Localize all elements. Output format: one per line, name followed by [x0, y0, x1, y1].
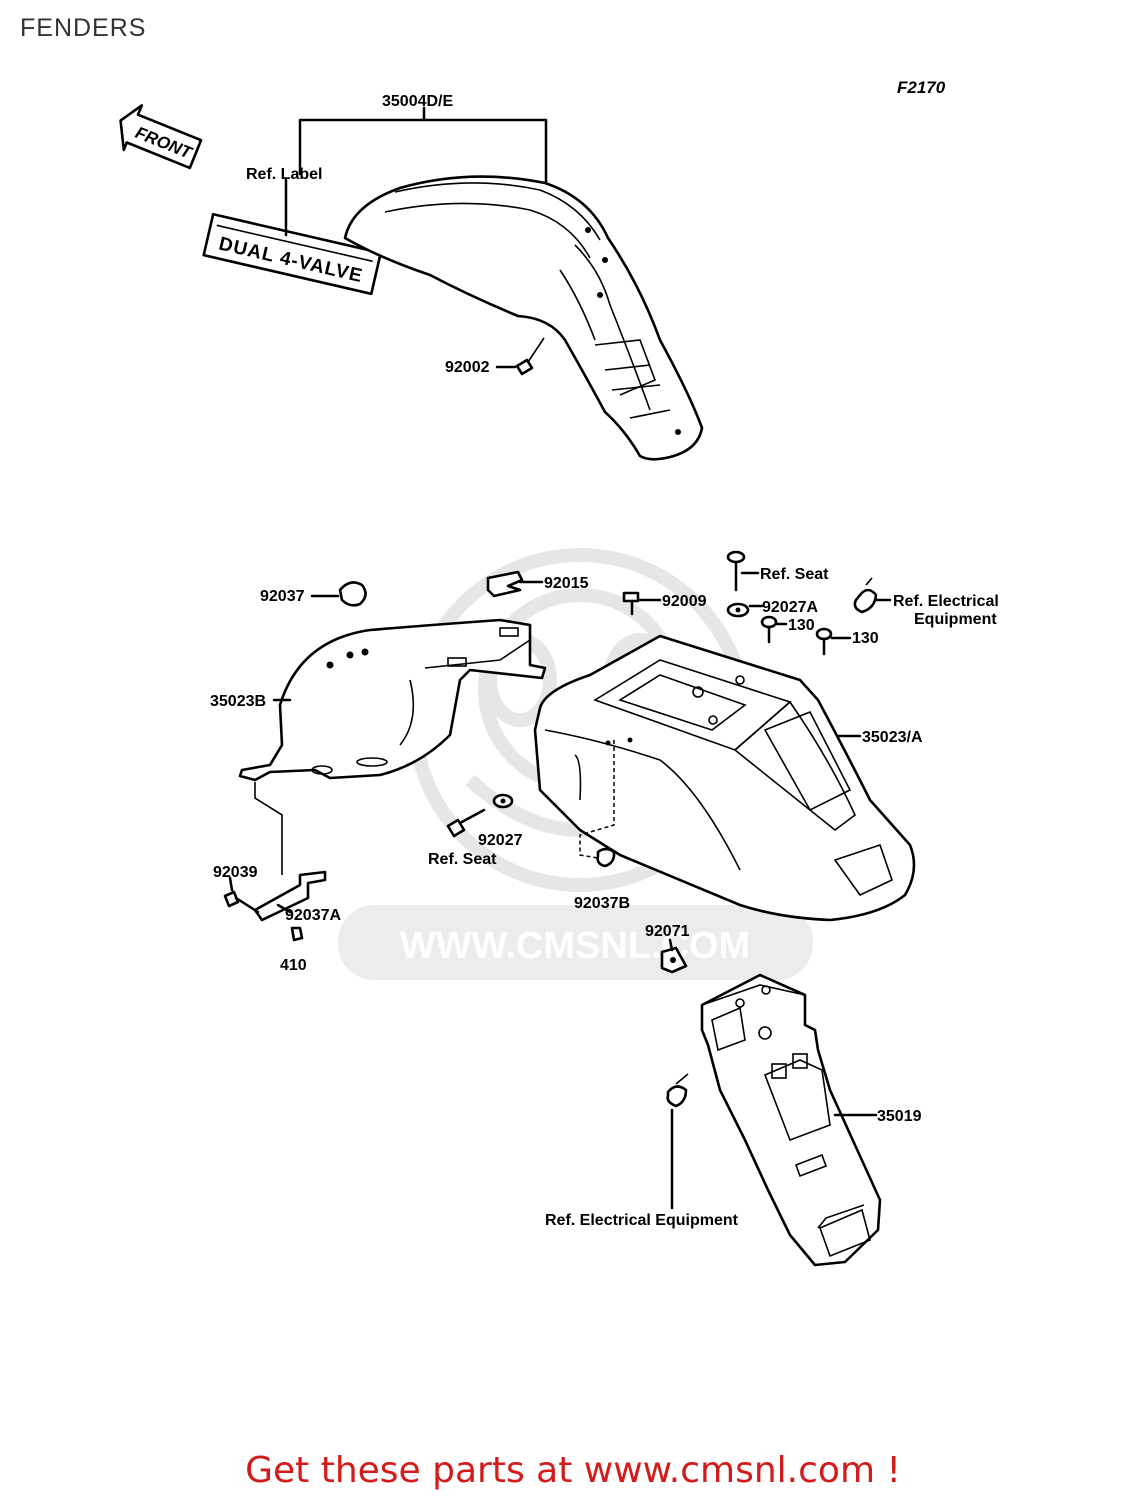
page-title: FENDERS [20, 14, 147, 42]
front-fender-part [343, 175, 704, 461]
bolt-92039-icon [223, 890, 260, 914]
callout-130-b: 130 [852, 630, 879, 647]
clamp-ref-electrical-icon [853, 577, 878, 614]
callout-ref-electrical-2: Equipment [914, 611, 997, 628]
figure-code: F2170 [897, 78, 946, 97]
front-arrow-icon: FRONT [119, 104, 203, 170]
rear-flap-part [700, 973, 882, 1267]
bolt-92009-icon [622, 591, 640, 616]
callout-ref-electrical-bottom: Ref. Electrical Equipment [545, 1212, 739, 1229]
callout-92015: 92015 [544, 575, 589, 592]
callout-ref-seat-top: Ref. Seat [760, 566, 829, 583]
bolt-130-a-icon [760, 615, 778, 644]
callout-92037: 92037 [260, 588, 305, 605]
bolt-ref-seat-bottom-icon [446, 808, 486, 838]
callout-130-a: 130 [788, 617, 815, 634]
washer-92027a-icon [726, 602, 750, 618]
bolt-130-b-icon [815, 627, 833, 656]
nut-410-icon [290, 926, 304, 942]
callout-ref-label: Ref. Label [246, 166, 322, 183]
callout-92009: 92009 [662, 593, 707, 610]
callout-rear-flap: 35019 [877, 1108, 922, 1125]
callout-410: 410 [280, 957, 307, 974]
callout-ref-electrical-1: Ref. Electrical [893, 593, 999, 610]
washer-92027-icon [492, 793, 514, 809]
callout-92037a: 92037A [285, 907, 341, 924]
nut-92071-icon [660, 946, 688, 974]
inner-fender-part [238, 618, 547, 782]
callout-92037b: 92037B [574, 895, 630, 912]
clamp-ref-electrical-bottom-icon [666, 1073, 689, 1108]
callout-92071: 92071 [645, 923, 690, 940]
bracket-92037a-icon [253, 870, 327, 922]
rear-fender-part [533, 634, 916, 922]
clamp-92037b-icon [596, 847, 616, 868]
callout-92027: 92027 [478, 832, 523, 849]
callout-92002: 92002 [445, 359, 490, 376]
callout-92027a: 92027A [762, 599, 818, 616]
clip-92015-icon [486, 570, 524, 598]
watermark-text: WWW.CMSNL.COM [400, 925, 750, 967]
callout-ref-seat-bottom: Ref. Seat [428, 851, 497, 868]
bolt-92002-icon [515, 337, 545, 376]
callout-front-fender: 35004D/E [382, 93, 453, 110]
clamp-92037-icon [338, 581, 367, 607]
bolt-ref-seat-top-icon [726, 550, 746, 592]
callout-inner-fender: 35023B [210, 693, 266, 710]
callout-rear-fender: 35023/A [862, 729, 923, 746]
footer-link[interactable]: Get these parts at www.cmsnl.com ! [245, 1450, 901, 1491]
callout-92039: 92039 [213, 864, 258, 881]
